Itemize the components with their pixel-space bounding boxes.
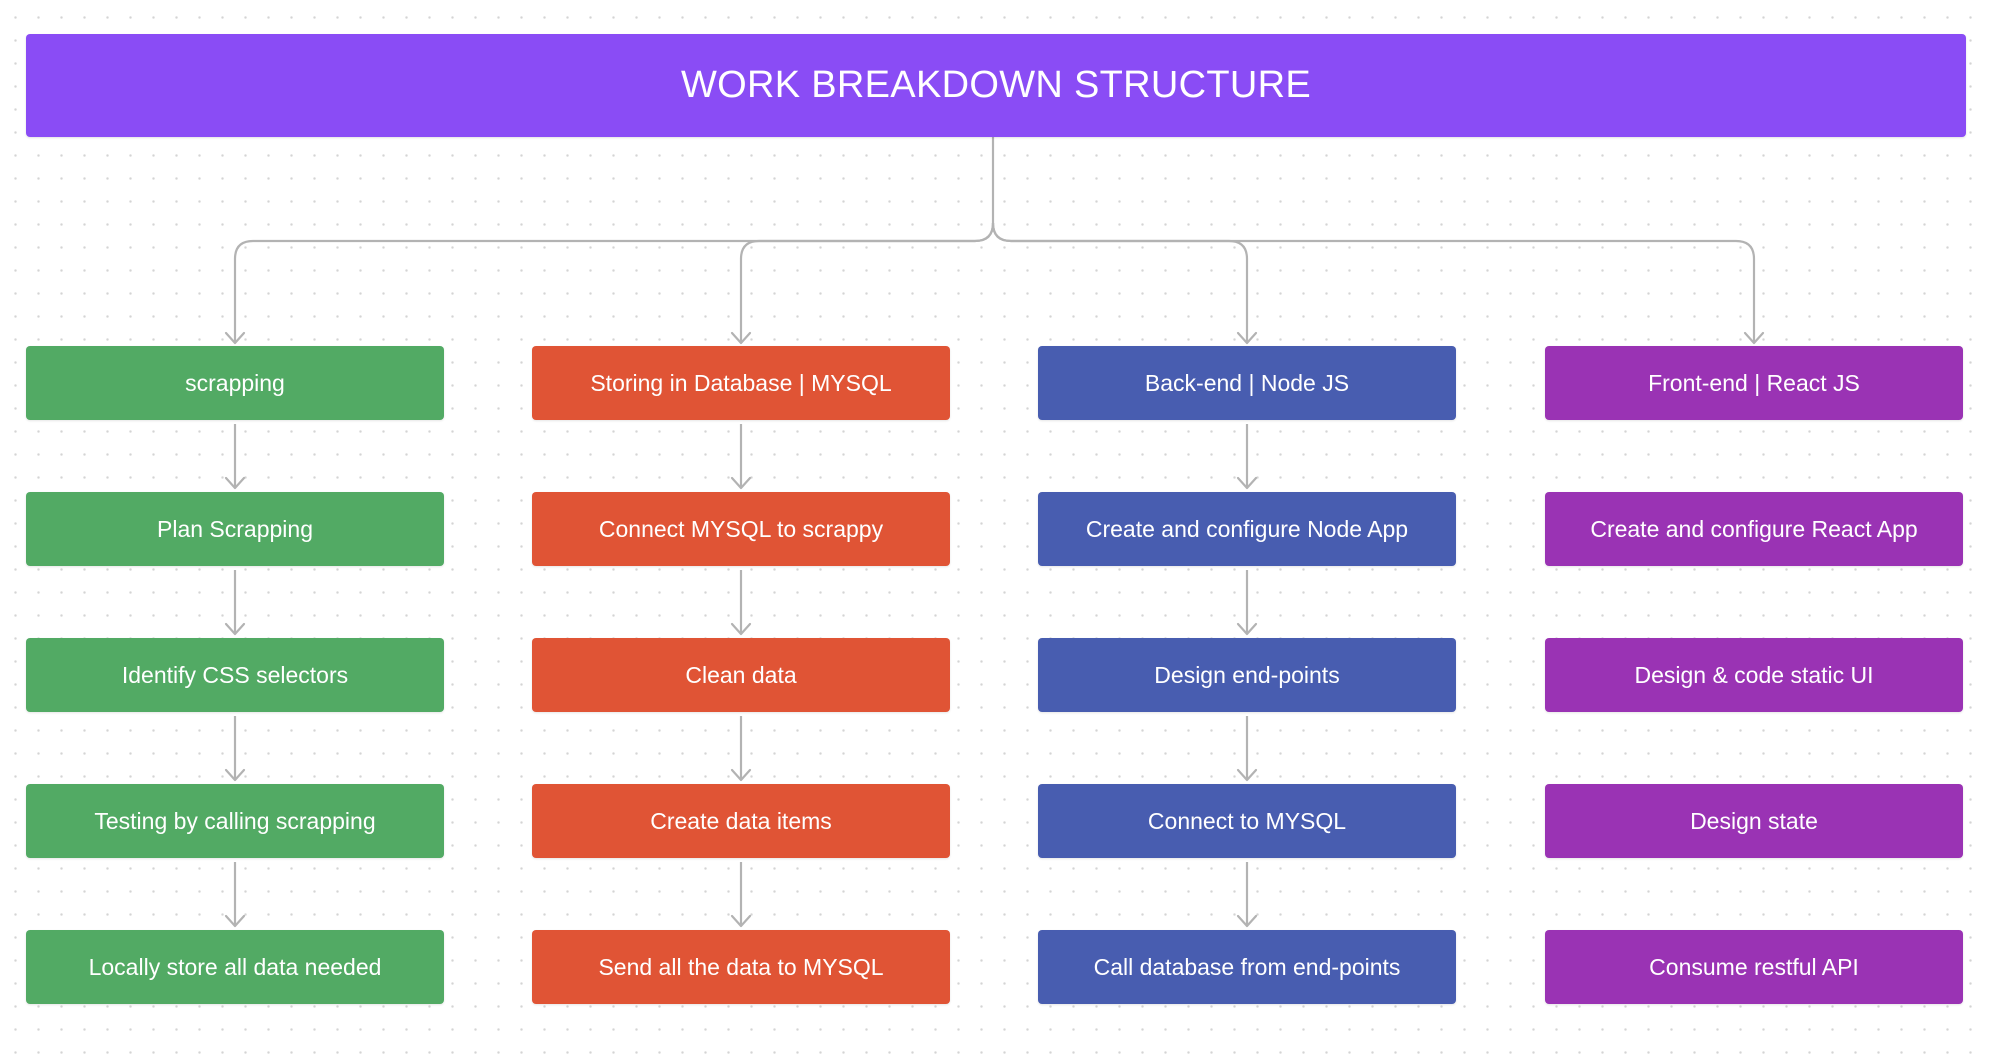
arrowhead-icon (730, 331, 752, 345)
arrowhead-icon (1236, 914, 1258, 928)
connect-to-mysql-node[interactable]: Connect to MYSQL (1038, 784, 1456, 858)
arrowhead-icon (1236, 331, 1258, 345)
branch-connector-frontend (991, 222, 1756, 343)
node-label: scrapping (185, 369, 285, 396)
node-label: Consume restful API (1649, 953, 1859, 980)
node-label: Clean data (685, 661, 797, 688)
arrowhead-icon (224, 768, 246, 782)
send-data-mysql-node[interactable]: Send all the data to MYSQL (532, 930, 950, 1004)
node-label: Design & code static UI (1634, 661, 1874, 688)
identify-css-selectors-node[interactable]: Identify CSS selectors (26, 638, 444, 712)
create-data-items-node[interactable]: Create data items (532, 784, 950, 858)
configure-node-app-node[interactable]: Create and configure Node App (1038, 492, 1456, 566)
design-static-ui-node[interactable]: Design & code static UI (1545, 638, 1963, 712)
node-label: Identify CSS selectors (121, 661, 349, 688)
node-label: Plan Scrapping (157, 515, 313, 542)
node-label: Send all the data to MYSQL (598, 953, 884, 980)
connect-mysql-scrappy-node[interactable]: Connect MYSQL to scrappy (532, 492, 950, 566)
node-label: Create and configure React App (1590, 515, 1918, 542)
arrowhead-icon (730, 476, 752, 490)
node-label: Create and configure Node App (1085, 515, 1409, 542)
diagram-title-text: WORK BREAKDOWN STRUCTURE (681, 64, 1311, 106)
arrowhead-icon (730, 622, 752, 636)
backend-root-node[interactable]: Back-end | Node JS (1038, 346, 1456, 420)
node-label: Design end-points (1154, 661, 1340, 688)
scrapping-root-node[interactable]: scrapping (26, 346, 444, 420)
clean-data-node[interactable]: Clean data (532, 638, 950, 712)
arrowhead-icon (730, 768, 752, 782)
plan-scrapping-node[interactable]: Plan Scrapping (26, 492, 444, 566)
arrowhead-icon (224, 331, 246, 345)
node-label: Storing in Database | MYSQL (590, 369, 892, 396)
locally-store-data-node[interactable]: Locally store all data needed (26, 930, 444, 1004)
configure-react-app-node[interactable]: Create and configure React App (1545, 492, 1963, 566)
node-label: Front-end | React JS (1648, 369, 1860, 396)
node-label: Testing by calling scrapping (94, 807, 376, 834)
database-root-node[interactable]: Storing in Database | MYSQL (532, 346, 950, 420)
testing-scrapping-node[interactable]: Testing by calling scrapping (26, 784, 444, 858)
call-database-node[interactable]: Call database from end-points (1038, 930, 1456, 1004)
node-label: Connect MYSQL to scrappy (598, 515, 884, 542)
node-label: Call database from end-points (1093, 953, 1401, 980)
design-endpoints-node[interactable]: Design end-points (1038, 638, 1456, 712)
frontend-root-node[interactable]: Front-end | React JS (1545, 346, 1963, 420)
arrowhead-icon (224, 476, 246, 490)
node-label: Back-end | Node JS (1144, 369, 1350, 396)
arrowhead-icon (1236, 622, 1258, 636)
arrowhead-icon (224, 914, 246, 928)
arrowhead-icon (1236, 768, 1258, 782)
diagram-title[interactable]: WORK BREAKDOWN STRUCTURE (26, 34, 1966, 137)
branch-connector-database (739, 222, 995, 343)
design-state-node[interactable]: Design state (1545, 784, 1963, 858)
arrowhead-icon (224, 622, 246, 636)
consume-restful-api-node[interactable]: Consume restful API (1545, 930, 1963, 1004)
arrowhead-icon (730, 914, 752, 928)
node-label: Create data items (650, 807, 832, 834)
node-label: Locally store all data needed (88, 953, 382, 980)
arrowhead-icon (1236, 476, 1258, 490)
arrowhead-icon (1743, 331, 1765, 345)
node-label: Connect to MYSQL (1147, 807, 1347, 834)
node-label: Design state (1690, 807, 1818, 834)
